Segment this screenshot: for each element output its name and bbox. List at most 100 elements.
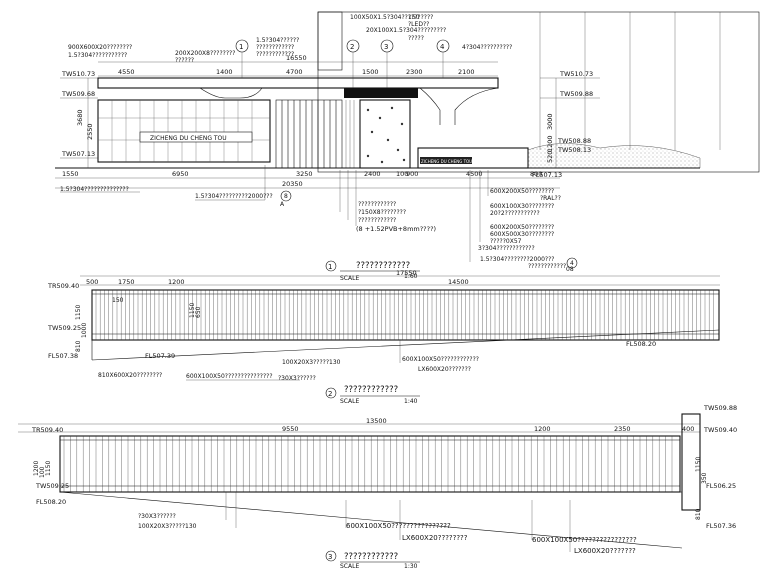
top-dimension-line: 4550 1400 4700 1500 2300 2100 16550 [98, 54, 498, 77]
gate-leaf-pattern [366, 106, 406, 164]
svg-text:1200: 1200 [534, 425, 551, 433]
gate-leaf-verticals [345, 100, 355, 168]
svg-text:FL508.20: FL508.20 [626, 340, 656, 348]
svg-text:600X100X50???????????????: 600X100X50??????????????? [186, 373, 273, 380]
right-sign-text: ZICHENG DU CHENG TOU [421, 159, 472, 164]
svg-text:810: 810 [695, 508, 702, 520]
svg-text:600X500X30????????: 600X500X30???????? [490, 231, 554, 238]
svg-text:810X600X20????????: 810X600X20???????? [98, 372, 162, 379]
svg-text:????????????: ???????????? [344, 385, 398, 395]
svg-text:SCALE: SCALE [340, 275, 359, 282]
svg-text:100X20X3?????130: 100X20X3?????130 [282, 359, 341, 366]
svg-text:FL507.38: FL507.38 [48, 352, 78, 360]
svg-text:600X100X30????????: 600X100X30???????? [490, 203, 554, 210]
svg-text:4: 4 [440, 43, 445, 51]
svg-text:????????????: ???????????? [344, 552, 398, 562]
view-2-title: 2 ???????????? SCALE 1:40 [325, 385, 420, 405]
svg-text:2550: 2550 [86, 123, 94, 140]
svg-text:TW508.88: TW508.88 [557, 137, 591, 145]
svg-text:20X100X1.5?304?????????: 20X100X1.5?304????????? [366, 27, 446, 34]
svg-text:SCALE: SCALE [340, 563, 359, 570]
v2-notes: 810X600X20???????? 600X100X50???????????… [98, 340, 479, 382]
svg-text:200X200X8????????: 200X200X8???????? [175, 50, 235, 57]
svg-text:500: 500 [86, 278, 98, 286]
axis-circles: 1 2 3 4 [235, 39, 450, 88]
view-1-gate-elevation: ZICHENG DU CHENG TOU ZICHENG DU CHENG TO… [55, 11, 760, 282]
svg-text:100: 100 [396, 170, 408, 178]
svg-text:1200: 1200 [168, 278, 185, 286]
mound-hatch [527, 143, 701, 169]
v2-ground-slope [91, 329, 720, 361]
v3-fence-frame [59, 435, 681, 493]
svg-text:13500: 13500 [366, 417, 387, 425]
svg-text:TW509.68: TW509.68 [61, 90, 95, 98]
svg-text:350: 350 [701, 472, 708, 484]
right-sign-band [420, 157, 472, 164]
svg-text:TW509.25: TW509.25 [47, 324, 81, 332]
svg-text:TW508.13: TW508.13 [557, 146, 591, 154]
svg-text:100X20X3?????130: 100X20X3?????130 [138, 523, 197, 530]
svg-text:600X100X50????????????????: 600X100X50???????????????? [532, 536, 637, 544]
svg-text:TW509.88: TW509.88 [559, 90, 593, 98]
svg-text:2350: 2350 [614, 425, 631, 433]
svg-text:2100: 2100 [458, 68, 475, 76]
svg-text:1150: 1150 [189, 303, 196, 318]
central-slat-screen [275, 99, 343, 169]
view-3-title: 3 ???????????? SCALE 1:30 [325, 550, 420, 570]
svg-text:3680: 3680 [76, 109, 84, 126]
svg-text:4500: 4500 [466, 170, 483, 178]
tower-vertical-lines [539, 12, 721, 150]
svg-text:1.5?304??????: 1.5?304?????? [256, 37, 299, 44]
svg-text:FL506.25: FL506.25 [706, 482, 736, 490]
svg-text:?????: ????? [408, 35, 424, 42]
svg-text:1500: 1500 [362, 68, 379, 76]
levels-right-v1: TW510.73 TW509.88 TW508.88 TW508.13 FL50… [532, 70, 600, 179]
svg-text:400: 400 [682, 425, 694, 433]
sign-band [139, 131, 253, 143]
svg-text:FL507.39: FL507.39 [145, 352, 175, 360]
left-glass-mullions [98, 100, 270, 162]
svg-text:LX600X20???????: LX600X20??????? [574, 547, 636, 555]
svg-text:1150: 1150 [45, 461, 52, 476]
view-3-fence-elevation: 13500 9550 1200 2350 400 TR509.40 TW509.… [18, 404, 737, 570]
view-2-fence-elevation: 17550 500 1750 1200 14500 TR509.40 TW509… [47, 269, 720, 405]
svg-text:????????????: ???????????? [528, 263, 566, 270]
svg-text:LX600X20????????: LX600X20???????? [402, 534, 468, 542]
svg-text:?30X3??????: ?30X3?????? [138, 513, 176, 520]
svg-text:TW510.73: TW510.73 [61, 70, 95, 78]
svg-text:20350: 20350 [282, 180, 303, 188]
v2-overall-dim: 17550 [396, 269, 417, 277]
svg-text:TW509.40: TW509.40 [703, 426, 737, 434]
canopy-arch-right [419, 87, 441, 125]
svg-text:600X200X50????????: 600X200X50???????? [490, 224, 554, 231]
svg-text:TW510.73: TW510.73 [559, 70, 593, 78]
v2-fence-frame [91, 289, 720, 341]
svg-text:2: 2 [328, 390, 332, 398]
svg-text:650: 650 [195, 306, 202, 318]
svg-text:????????????: ???????????? [256, 51, 294, 58]
background-tower-frame [317, 11, 760, 173]
svg-text:1.5?304??????????????: 1.5?304?????????????? [60, 186, 129, 193]
svg-text:100: 100 [39, 466, 46, 478]
svg-text:810: 810 [75, 340, 82, 352]
hatched-column-top [317, 11, 343, 71]
view-1-title: 1 ???????????? SCALE 1:60 [325, 260, 420, 282]
left-glass-wall [97, 99, 271, 163]
svg-text:1.5?304?????????2000???: 1.5?304?????????2000??? [195, 193, 273, 200]
svg-text:08: 08 [566, 266, 574, 273]
svg-text:1: 1 [239, 43, 243, 51]
svg-text:1.5?304????????2000???: 1.5?304????????2000??? [480, 256, 554, 263]
svg-text:TW509.88: TW509.88 [703, 404, 737, 412]
svg-text:1150: 1150 [695, 457, 702, 472]
svg-text:??????: ?????? [175, 57, 194, 64]
svg-text:????????????: ???????????? [356, 261, 410, 271]
svg-text:1400: 1400 [216, 68, 233, 76]
svg-text:LX600X20???????: LX600X20??????? [418, 366, 471, 373]
svg-text:800: 800 [530, 170, 542, 178]
svg-text:?LED??: ?LED?? [408, 21, 429, 28]
svg-text:1550: 1550 [62, 170, 79, 178]
svg-text:TR509.40: TR509.40 [47, 282, 79, 290]
svg-text:4: 4 [570, 260, 574, 267]
svg-text:?RAL??: ?RAL?? [540, 195, 561, 202]
